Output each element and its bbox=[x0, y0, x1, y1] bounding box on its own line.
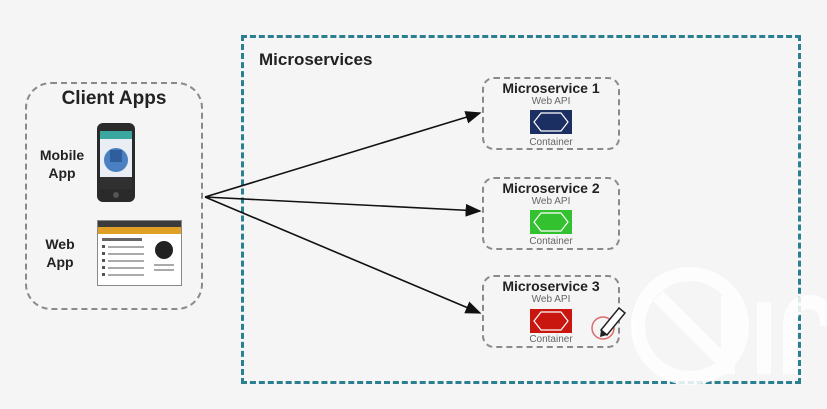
microservice-3-name: Microservice 3 bbox=[502, 278, 600, 294]
arrow-to-microservice-3 bbox=[204, 196, 482, 314]
microservice-1-name: Microservice 1 bbox=[502, 80, 600, 96]
arrow-to-microservice-2 bbox=[204, 196, 482, 217]
microservice-2-api-label: Web API bbox=[531, 196, 571, 207]
microservice-2-container-label: Container bbox=[529, 236, 573, 247]
microservice-1-api-label: Web API bbox=[531, 96, 571, 107]
client-apps-box bbox=[25, 82, 203, 310]
microservice-1-box bbox=[482, 77, 620, 150]
web-app-label: Web App bbox=[30, 235, 90, 271]
microservice-2-box bbox=[482, 177, 620, 250]
container-icon-2 bbox=[530, 210, 572, 234]
mobile-app-label: Mobile App bbox=[32, 146, 92, 182]
mobile-app-label-line1: Mobile bbox=[39, 147, 85, 163]
microservice-3-api-label: Web API bbox=[531, 294, 571, 305]
arrow-to-microservice-1 bbox=[204, 111, 482, 198]
web-app-label-line2: App bbox=[46, 254, 74, 270]
mobile-app-label-line2: App bbox=[48, 165, 76, 181]
microservice-1-container-label: Container bbox=[529, 137, 573, 148]
microservice-3-container-label: Container bbox=[529, 334, 573, 345]
microservices-title: Microservices bbox=[259, 50, 373, 69]
container-icon-1 bbox=[530, 110, 572, 134]
client-apps-title: Client Apps bbox=[61, 88, 167, 109]
web-app-label-line1: Web bbox=[45, 236, 75, 252]
watermark-logo bbox=[628, 256, 827, 409]
web-browser-icon bbox=[97, 220, 182, 286]
microservice-2-name: Microservice 2 bbox=[502, 180, 600, 196]
container-icon-3 bbox=[530, 309, 572, 333]
mobile-phone-icon bbox=[96, 122, 136, 203]
pen-cursor-icon bbox=[589, 300, 629, 342]
microservices-frame bbox=[241, 35, 801, 384]
